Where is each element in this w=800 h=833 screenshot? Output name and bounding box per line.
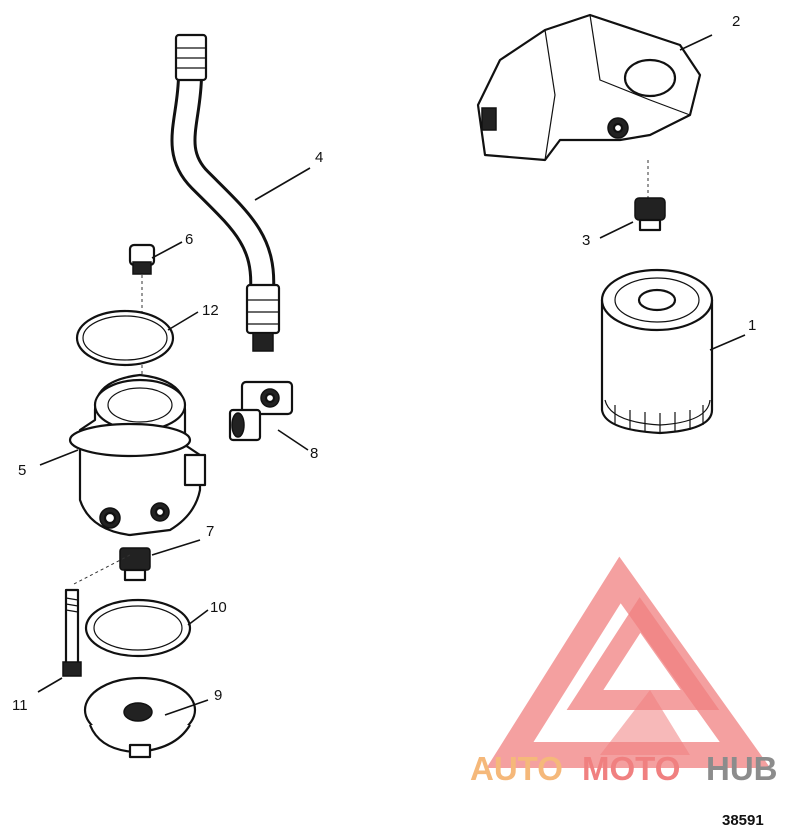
figure-id: 38591 [722, 812, 764, 829]
leader-lines [37, 34, 746, 716]
part-gasket-10 [84, 598, 192, 658]
callout-8: 8 [310, 445, 318, 462]
callout-11: 11 [12, 697, 28, 714]
watermark-text-moto: MOTO [582, 750, 680, 787]
part-plug-3 [634, 197, 666, 232]
part-plug-7 [119, 547, 151, 582]
callout-6: 6 [185, 231, 193, 248]
part-adapter-5 [68, 373, 207, 537]
callout-7: 7 [206, 523, 214, 540]
part-fitting-6 [128, 243, 156, 275]
watermark-text-auto: AUTO [470, 750, 563, 787]
callout-12: 12 [202, 302, 219, 319]
callout-5: 5 [18, 462, 26, 479]
part-elbow-8 [228, 380, 294, 442]
callout-10: 10 [210, 599, 227, 616]
callout-1: 1 [748, 317, 756, 334]
part-oil-filter-1 [600, 268, 714, 435]
callout-2: 2 [732, 13, 740, 30]
part-bracket-2 [476, 13, 702, 162]
part-cover-9 [83, 676, 197, 759]
part-hose [170, 33, 281, 352]
part-bolt-11 [62, 588, 82, 677]
watermark-text-hub: HUB [706, 750, 778, 787]
watermark-logo [486, 556, 771, 768]
callout-4: 4 [315, 149, 323, 166]
callout-9: 9 [214, 687, 222, 704]
callout-3: 3 [582, 232, 590, 249]
part-o-ring-12 [75, 309, 175, 367]
